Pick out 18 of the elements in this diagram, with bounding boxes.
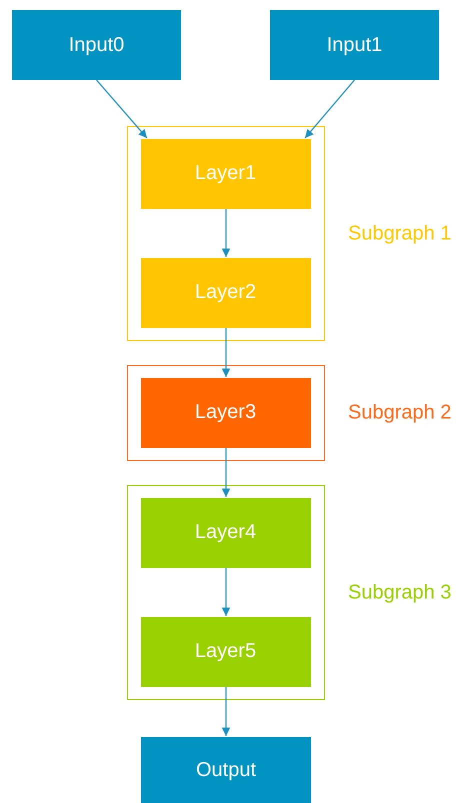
arrow <box>222 568 230 616</box>
layer-box: Layer1 <box>140 138 310 208</box>
subgraph-label: Subgraph 1 <box>348 222 452 245</box>
arrow <box>96 80 148 138</box>
layer-box: Layer2 <box>140 258 310 328</box>
layer-box: Layer4 <box>140 498 310 568</box>
input-box: Input1 <box>270 10 439 80</box>
arrow <box>222 209 230 257</box>
arrow <box>304 80 355 138</box>
layer-box: Layer5 <box>140 616 310 686</box>
arrow <box>222 687 230 736</box>
subgraph-label: Subgraph 2 <box>348 402 452 424</box>
arrow <box>222 448 230 497</box>
layer-box: Layer3 <box>140 378 310 448</box>
arrow <box>222 328 230 377</box>
subgraph-label: Subgraph 3 <box>348 581 452 604</box>
output-box: Output <box>141 737 311 803</box>
input-box: Input0 <box>12 10 181 80</box>
